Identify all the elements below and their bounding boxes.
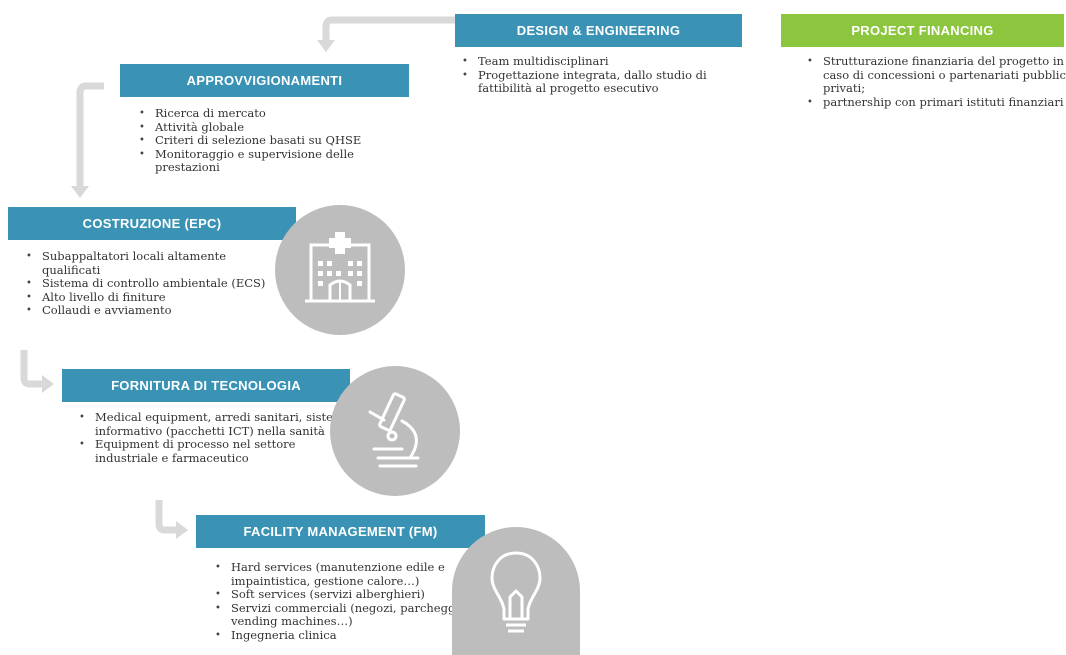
list-item: Soft services (servizi alberghieri) bbox=[215, 587, 489, 602]
fornitura-tecnologia-header: FORNITURA DI TECNOLOGIA bbox=[62, 369, 350, 402]
list-item: Monitoraggio e supervisione delle presta… bbox=[139, 147, 415, 175]
design-engineering-header: DESIGN & ENGINEERING bbox=[455, 14, 742, 47]
list-item: Equipment di processo nel settore indust… bbox=[79, 437, 355, 465]
list-item: Sistema di controllo ambientale (ECS) bbox=[26, 276, 282, 291]
list-item: Servizi commerciali (negozi, parcheggi, … bbox=[215, 601, 489, 629]
list-item: partnership con primari istituti finanzi… bbox=[807, 95, 1066, 110]
costruzione-list: Subappaltatori locali altamente qualific… bbox=[24, 249, 282, 318]
list-item: Alto livello di finiture bbox=[26, 290, 282, 305]
technology-icon-circle bbox=[330, 366, 460, 496]
facility-management-header: FACILITY MANAGEMENT (FM) bbox=[196, 515, 485, 548]
arrow-construction-to-technology bbox=[20, 350, 44, 388]
list-item: Collaudi e avviamento bbox=[26, 303, 282, 318]
list-item: Ingegneria clinica bbox=[215, 628, 489, 643]
list-item: Hard services (manutenzione edile e impa… bbox=[215, 560, 489, 588]
design-engineering-list: Team multidisciplinari Progettazione int… bbox=[460, 54, 738, 96]
approvvigionamenti-header: APPROVVIGIONAMENTI bbox=[120, 64, 409, 97]
costruzione-header: COSTRUZIONE (EPC) bbox=[8, 207, 296, 240]
arrow-design-to-procurement bbox=[322, 16, 455, 42]
list-item: Progettazione integrata, dallo studio di… bbox=[462, 68, 738, 96]
approvvigionamenti-list: Ricerca di mercato Attività globale Crit… bbox=[137, 106, 415, 175]
fornitura-tecnologia-list: Medical equipment, arredi sanitari, sist… bbox=[77, 410, 355, 465]
lightbulb-icon bbox=[490, 551, 542, 633]
list-item: Attività globale bbox=[139, 120, 415, 135]
project-financing-header: PROJECT FINANCING bbox=[781, 14, 1064, 47]
project-financing-list: Strutturazione finanziaria del progetto … bbox=[805, 54, 1066, 110]
arrow-head bbox=[176, 521, 188, 539]
list-item: Subappaltatori locali altamente qualific… bbox=[26, 249, 282, 277]
facility-icon-circle bbox=[452, 527, 580, 655]
hospital-building-icon bbox=[305, 232, 375, 303]
list-item: Ricerca di mercato bbox=[139, 106, 415, 121]
arrow-technology-to-facility bbox=[155, 500, 178, 534]
list-item: Strutturazione finanziaria del progetto … bbox=[807, 54, 1066, 96]
arrow-head bbox=[317, 40, 335, 52]
arrow-procurement-to-construction bbox=[76, 82, 104, 188]
list-item: Medical equipment, arredi sanitari, sist… bbox=[79, 410, 355, 438]
list-item: Team multidisciplinari bbox=[462, 54, 738, 69]
microscope-icon bbox=[368, 392, 420, 468]
arrow-head bbox=[42, 375, 54, 393]
list-item: Criteri di selezione basati su QHSE bbox=[139, 133, 415, 148]
facility-management-list: Hard services (manutenzione edile e impa… bbox=[213, 560, 489, 643]
arrow-head bbox=[71, 186, 89, 198]
construction-icon-circle bbox=[275, 205, 405, 335]
